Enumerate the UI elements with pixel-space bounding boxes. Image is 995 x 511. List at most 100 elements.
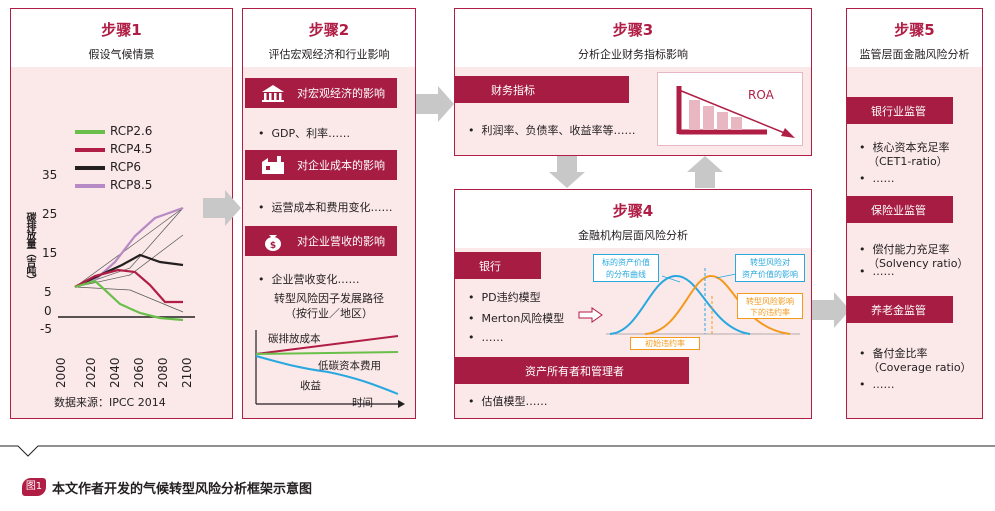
bullet-insurance-more: •…… [859, 265, 895, 278]
bar-cost-impact: 对企业成本的影响 [245, 150, 397, 180]
arrow-step4-to-step5 [812, 292, 850, 328]
bar-asset-owners-label: 资产所有者和管理者 [525, 364, 624, 378]
government-building-icon [262, 85, 284, 102]
step2-title: 评估宏观经济和行业影响 [268, 48, 390, 61]
bullet-cet1: •核心资本充足率 [859, 141, 950, 154]
bullet-bank-sup-more: •…… [859, 172, 895, 185]
roa-bar-2 [703, 106, 714, 130]
bar-bank-label: 银行 [479, 259, 501, 273]
bullet-valuation-text: 估值模型…… [481, 395, 548, 408]
legend-rcp6-swatch [75, 166, 105, 170]
bar-pension-supervision: 养老金监管 [847, 296, 953, 323]
bullet-solvency: •偿付能力充足率 [859, 243, 950, 256]
shock-label-box: 转型风险对 资产价值的影响 [735, 254, 805, 282]
arrow-step2-to-step3 [416, 86, 454, 122]
base-dist-label-box: 标的资产价值 的分布曲线 [593, 254, 659, 282]
bullet-pd-model-text: PD违约模型 [481, 291, 541, 304]
base-dist-label-line2: 的分布曲线 [606, 270, 646, 279]
carbon-cost-line [255, 335, 399, 355]
arrow-step1-to-step2 [203, 190, 241, 226]
xtick-2020: 2020 [84, 357, 98, 388]
bullet-valuation: •估值模型…… [468, 395, 548, 408]
bullet-pension-more-text: …… [872, 378, 895, 391]
transition-path-title-line2: （按行业／地区） [285, 307, 373, 320]
roa-bar-3 [717, 112, 728, 130]
bullet-solvency-text: 偿付能力充足率 [872, 243, 950, 256]
ytick-neg5: -5 [40, 322, 52, 336]
initial-default-label-box: 初始违约率 [630, 337, 700, 350]
base-label-leader [661, 275, 681, 283]
bar-cost-impact-label: 对企业成本的影响 [297, 159, 385, 172]
bar-bank-supervision-label: 银行业监管 [871, 104, 926, 118]
shock-label-leader [715, 273, 737, 279]
roa-chart [676, 86, 795, 138]
step4-title: 金融机构层面风险分析 [578, 229, 688, 242]
bar-insurance-supervision: 保险业监管 [847, 196, 953, 223]
bullet-merton-model: •Merton风险模型 [468, 312, 565, 325]
legend-rcp26: RCP2.6 [110, 124, 153, 138]
figure-badge: 图1 [22, 478, 46, 496]
bullet-gdp-text: GDP、利率…… [271, 127, 351, 140]
bullet-bank-more: •…… [468, 331, 504, 344]
transition-path-chart [255, 330, 405, 408]
ytick-5: 5 [44, 285, 52, 299]
roa-trend-line [678, 89, 788, 135]
step2-panel: 步骤2 评估宏观经济和行业影响 [242, 8, 416, 419]
shock-label-line2: 资产价值的影响 [742, 270, 798, 279]
revenue-line [255, 355, 399, 395]
step1-title: 假设气候情景 [88, 48, 155, 61]
initial-default-label: 初始违约率 [645, 339, 685, 348]
coverage-ratio: （Coverage ratio） [868, 361, 972, 374]
emission-ylabel: 碳排放量（吉吨） [24, 212, 35, 284]
base-dist-label-line1: 标的资产价值 [602, 258, 650, 267]
solvency-ratio: （Solvency ratio） [868, 257, 969, 270]
bar-financial-indicators-label: 财务指标 [491, 83, 535, 97]
ytick-0: 0 [44, 304, 52, 318]
roa-bar-1 [689, 100, 700, 130]
xtick-2060: 2060 [132, 357, 146, 388]
ytick-25: 25 [42, 207, 58, 221]
cet1-ratio: （CET1-ratio） [868, 155, 948, 168]
figure-caption: 本文作者开发的气候转型风险分析框架示意图 [52, 482, 313, 497]
step2-header: 步骤2 评估宏观经济和行业影响 [243, 9, 415, 67]
bullet-opex-text: 运营成本和费用变化…… [271, 201, 393, 214]
bar-macro-impact: 对宏观经济的影响 [245, 78, 397, 108]
series-rcp45 [74, 268, 183, 304]
bar-financial-indicators: 财务指标 [455, 76, 629, 103]
step3-title: 分析企业财务指标影响 [578, 48, 688, 61]
roa-label: ROA [748, 88, 774, 102]
step3-header: 步骤3 分析企业财务指标影响 [455, 9, 811, 67]
legend-rcp45: RCP4.5 [110, 142, 153, 156]
transition-path-title: 转型风险因子发展路径 （按行业／地区） [250, 291, 408, 321]
step4-label: 步骤4 [612, 202, 654, 220]
step1-panel: 步骤1 假设气候情景 [10, 8, 233, 419]
bar-asset-owners: 资产所有者和管理者 [455, 357, 689, 384]
ytick-35: 35 [42, 168, 58, 182]
roa-trend-arrow [781, 128, 795, 138]
bullet-revenue: •企业营收变化…… [258, 273, 360, 286]
xtick-2040: 2040 [108, 357, 122, 388]
step3-label: 步骤3 [612, 21, 654, 39]
legend-rcp45-swatch [75, 148, 105, 152]
default-label-line1: 转型风险影响 [746, 297, 794, 306]
bullet-opex: •运营成本和费用变化…… [258, 201, 393, 214]
legend-rcp6: RCP6 [110, 160, 141, 174]
step5-title: 监管层面金融风险分析 [859, 48, 970, 61]
legend-rcp85-swatch [75, 184, 105, 188]
bullet-bank-more-text: …… [481, 331, 504, 344]
bullet-coverage: •备付金比率 [859, 347, 928, 360]
step1-label: 步骤1 [101, 21, 142, 39]
data-source: 数据来源：IPCC 2014 [54, 396, 166, 409]
bullet-ratios: •利润率、负债率、收益率等…… [468, 124, 636, 137]
arrow-step4-to-step3 [687, 156, 723, 188]
base-distribution-curve [609, 274, 751, 335]
ytick-15: 15 [42, 246, 58, 260]
bullet-pd-model: •PD违约模型 [468, 291, 541, 304]
legend-rcp85: RCP8.5 [110, 178, 153, 192]
bar-insurance-supervision-label: 保险业监管 [871, 203, 926, 217]
funnel-line-3 [74, 234, 184, 288]
model-to-distribution-arrow [578, 307, 603, 323]
low-carbon-cost-line [255, 351, 399, 355]
roa-bar-4 [731, 117, 742, 130]
transition-path-title-line1: 转型风险因子发展路径 [274, 292, 384, 305]
